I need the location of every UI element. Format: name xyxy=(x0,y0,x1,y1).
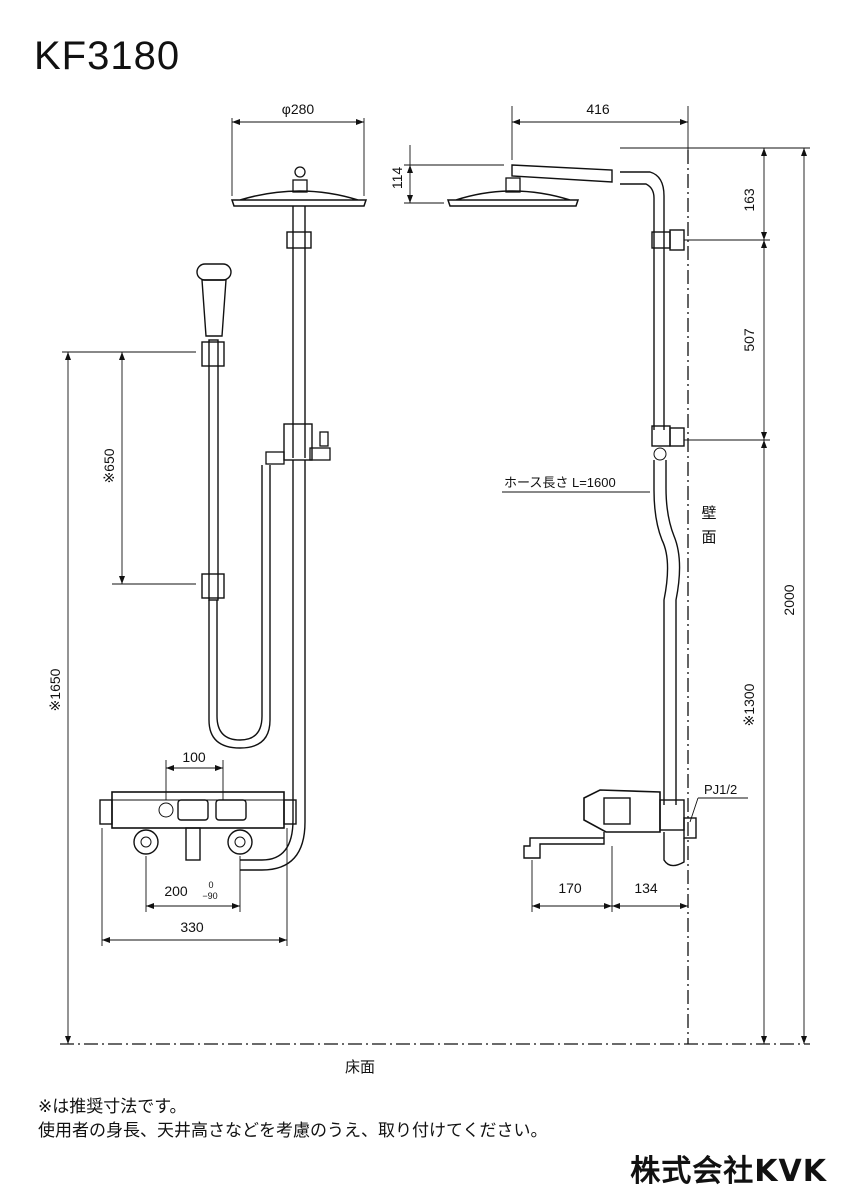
dim-507: 507 xyxy=(741,328,757,352)
side-overhead-shower-head xyxy=(446,190,580,207)
page-title: KF3180 xyxy=(34,34,181,78)
dim-1650: ※1650 xyxy=(47,668,63,711)
side-mixer-body xyxy=(583,789,661,833)
dim-head-offset: 114 xyxy=(389,167,405,190)
front-supply-hose xyxy=(240,460,306,871)
brand-logo: 株式会社KVK xyxy=(630,1154,827,1189)
front-diverter xyxy=(283,423,313,461)
front-slide-bracket xyxy=(201,573,225,599)
front-overhead-shower-head xyxy=(230,190,368,207)
side-hose xyxy=(653,460,681,805)
note-line-2: 使用者の身長、天井高さなどを考慮のうえ、取り付けてください。 xyxy=(38,1121,548,1141)
floor-label: 床面 xyxy=(345,1059,375,1076)
front-temp-button xyxy=(177,799,209,821)
dim-arm-length: 416 xyxy=(586,101,610,117)
front-flow-button xyxy=(215,799,247,821)
thread-label: PJ1/2 xyxy=(704,782,737,797)
front-head-knob xyxy=(292,179,308,193)
front-hand-shower-head xyxy=(196,263,232,281)
front-mixer-body xyxy=(111,791,285,829)
dimension-lines xyxy=(62,106,810,1044)
side-view xyxy=(446,164,697,867)
front-slide-bar xyxy=(208,339,219,601)
hose-length-label: ホース長さ L=1600 xyxy=(504,475,616,490)
dim-2000: 2000 xyxy=(781,584,797,615)
dim-1300: ※1300 xyxy=(741,683,757,726)
front-left-elbow xyxy=(133,829,159,855)
front-head-cap xyxy=(294,166,306,178)
dim-134: 134 xyxy=(634,880,658,896)
side-shower-arm xyxy=(511,164,613,183)
dim-100: 100 xyxy=(182,749,206,765)
note-line-1: ※は推奨寸法です。 xyxy=(38,1097,187,1117)
side-spout xyxy=(523,832,605,859)
dim-170: 170 xyxy=(558,880,582,896)
front-view xyxy=(99,166,368,871)
front-right-elbow xyxy=(227,829,253,855)
front-hand-shower-grip xyxy=(201,279,227,337)
front-hand-hose xyxy=(208,465,271,749)
dim-200: 200 xyxy=(164,883,188,899)
dim-650: ※650 xyxy=(101,448,117,483)
dim-head-diameter: φ280 xyxy=(282,101,315,117)
dim-tol-lower: −90 xyxy=(202,891,217,901)
wall-label-1: 壁 xyxy=(701,505,716,522)
dim-163: 163 xyxy=(741,188,757,212)
front-spout-nut xyxy=(185,827,201,861)
dim-330: 330 xyxy=(180,919,204,935)
front-upper-bracket xyxy=(286,231,312,249)
dim-tol-upper: 0 xyxy=(208,880,213,890)
wall-label-2: 面 xyxy=(701,529,716,546)
dimension-arrows xyxy=(65,119,807,1044)
